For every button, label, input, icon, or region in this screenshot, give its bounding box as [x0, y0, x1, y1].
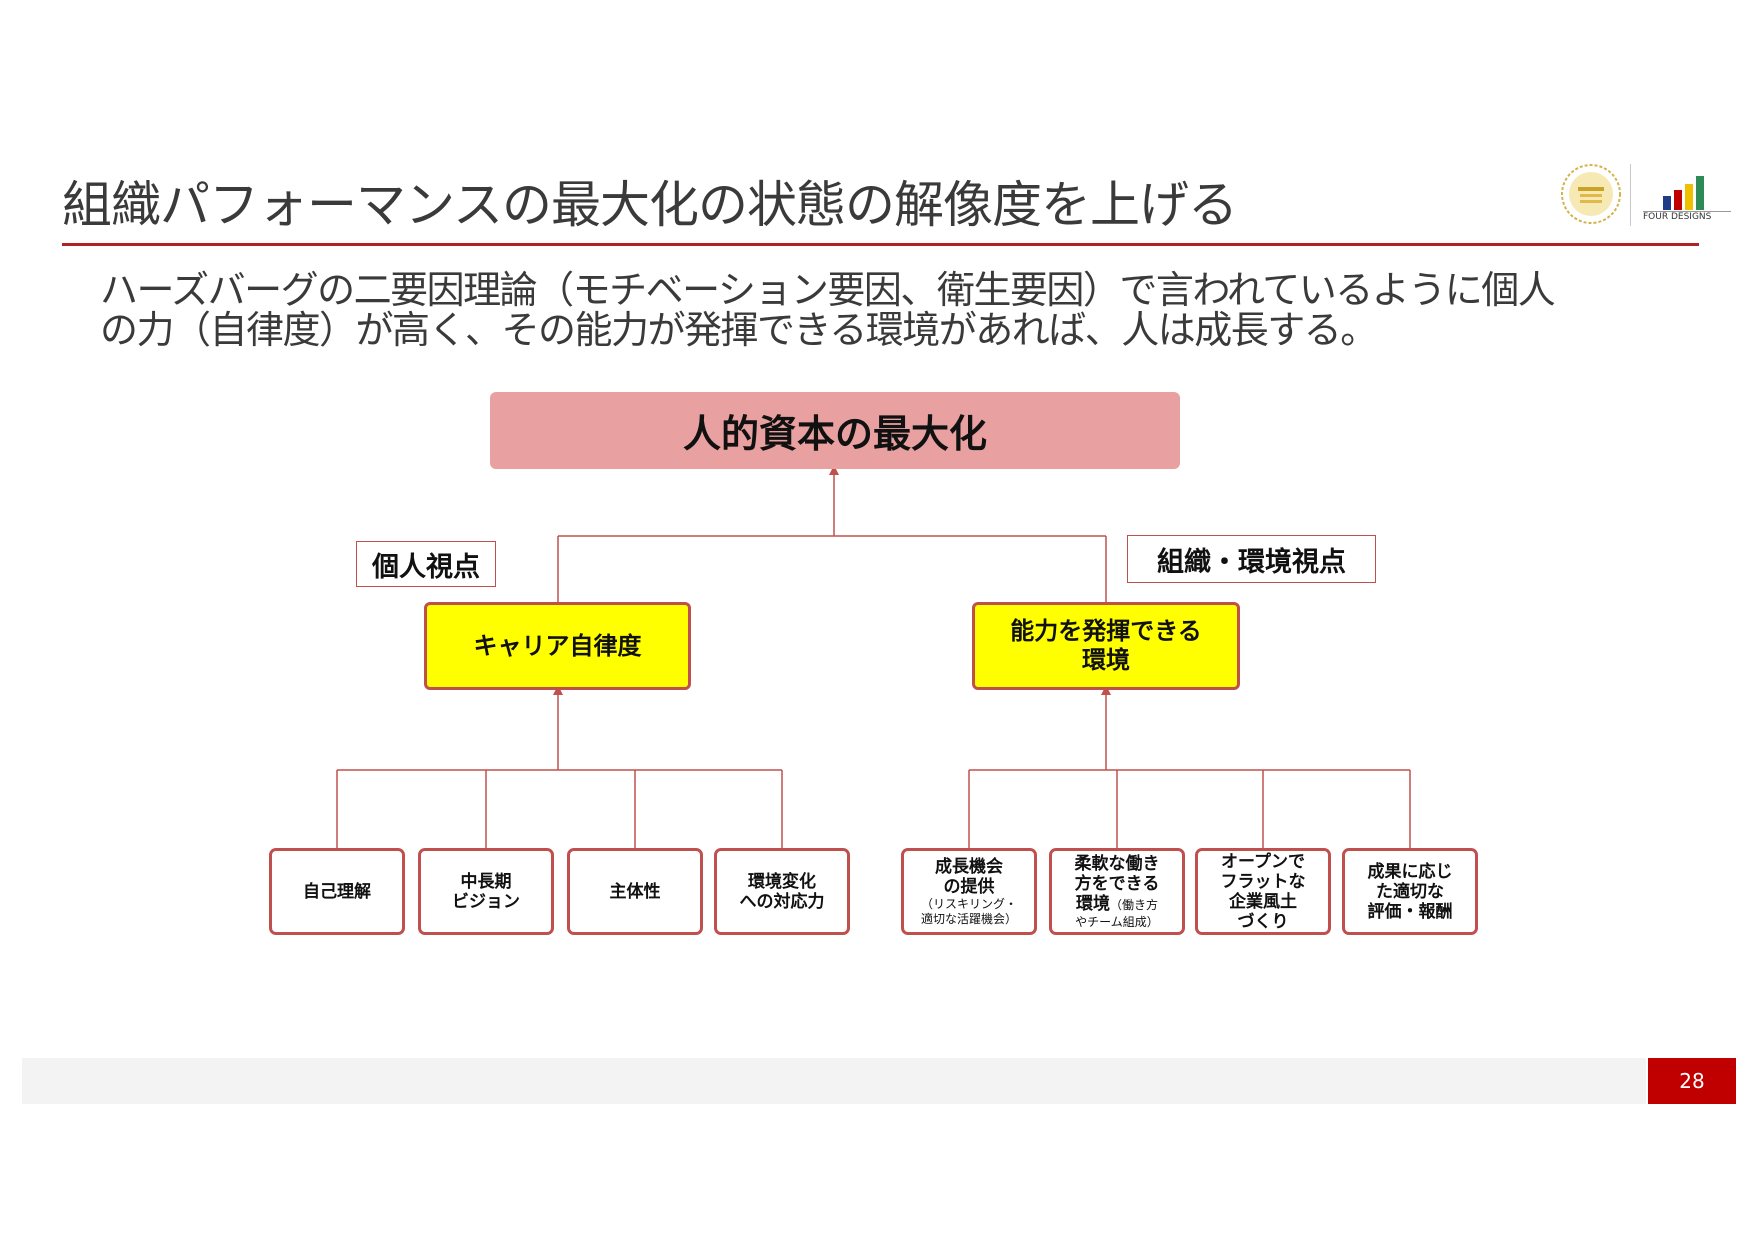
page-title: 組織パフォーマンスの最大化の状態の解像度を上げる	[62, 176, 1238, 234]
self-understanding-box: 自己理解	[269, 848, 405, 935]
logo-divider	[1630, 164, 1631, 226]
growth-opportunity-box: 成長機会 の提供 （リスキリング・ 適切な活躍機会）	[901, 848, 1037, 935]
title-underline	[62, 243, 1699, 246]
capability-environment-line-1: 能力を発揮できる	[1010, 617, 1202, 645]
long-term-vision-box: 中長期 ビジョン	[418, 848, 554, 935]
top-goal-box: 人的資本の最大化	[490, 392, 1180, 469]
flexible-work-line-1: 柔軟な働き	[1074, 853, 1160, 874]
growth-opportunity-note-1: （リスキリング・	[920, 896, 1017, 911]
proactiveness-label: 主体性	[609, 881, 661, 902]
self-understanding-label: 自己理解	[303, 881, 371, 902]
open-culture-line-1: オープンで	[1221, 851, 1305, 872]
growth-opportunity-note-2: 適切な活躍機会）	[920, 911, 1017, 926]
footer-bar	[22, 1058, 1646, 1104]
open-culture-line-2: フラットな	[1220, 871, 1306, 892]
adaptability-box: 環境変化 への対応力	[714, 848, 850, 935]
flexible-work-line-2: 方をできる	[1074, 873, 1160, 894]
page-number: 28	[1648, 1058, 1736, 1104]
subtitle-line-2: の力（自律度）が高く、その能力が発揮できる環境があれば、人は成長する。	[100, 308, 1378, 352]
open-culture-line-4: づくり	[1237, 911, 1289, 932]
adaptability-line-2: への対応力	[739, 891, 825, 912]
capability-environment-node: 能力を発揮できる 環境	[972, 602, 1240, 690]
organization-view-label: 組織・環境視点	[1127, 535, 1376, 583]
subtitle-line-1: ハーズバーグの二要因理論（モチベーション要因、衛生要因）で言われているように個人	[100, 268, 1556, 312]
four-designs-logo: FOUR DESIGNS	[1643, 168, 1731, 226]
fair-evaluation-box: 成果に応じ た適切な 評価・報酬	[1342, 848, 1478, 935]
subtitle: ハーズバーグの二要因理論（モチベーション要因、衛生要因）で言われているように個人…	[100, 270, 1700, 350]
flexible-work-inline-note: （働き方	[1109, 897, 1158, 912]
growth-opportunity-line-1: 成長機会	[935, 856, 1003, 877]
flexible-work-line-3: 環境	[1075, 893, 1110, 914]
open-culture-box: オープンで フラットな 企業風土 づくり	[1195, 848, 1331, 935]
proactiveness-box: 主体性	[567, 848, 703, 935]
adaptability-line-1: 環境変化	[748, 871, 816, 892]
flexible-work-box: 柔軟な働き 方をできる 環境（働き方 やチーム組成）	[1049, 848, 1185, 935]
award-logo	[1560, 163, 1622, 225]
fair-evaluation-line-2: た適切な	[1376, 881, 1444, 902]
long-term-vision-line-1: 中長期	[460, 871, 512, 892]
open-culture-line-3: 企業風土	[1229, 891, 1297, 912]
fair-evaluation-line-3: 評価・報酬	[1367, 901, 1453, 922]
flexible-work-note: やチーム組成）	[1075, 914, 1159, 929]
fair-evaluation-line-1: 成果に応じ	[1367, 861, 1453, 882]
career-autonomy-node: キャリア自律度	[424, 602, 691, 690]
individual-view-label: 個人視点	[356, 541, 496, 587]
capability-environment-line-2: 環境	[1082, 646, 1130, 674]
flexible-work-line-3-wrap: 環境（働き方	[1076, 894, 1158, 915]
long-term-vision-line-2: ビジョン	[452, 891, 520, 912]
growth-opportunity-line-2: の提供	[943, 876, 995, 897]
four-designs-text: FOUR DESIGNS	[1643, 212, 1712, 222]
